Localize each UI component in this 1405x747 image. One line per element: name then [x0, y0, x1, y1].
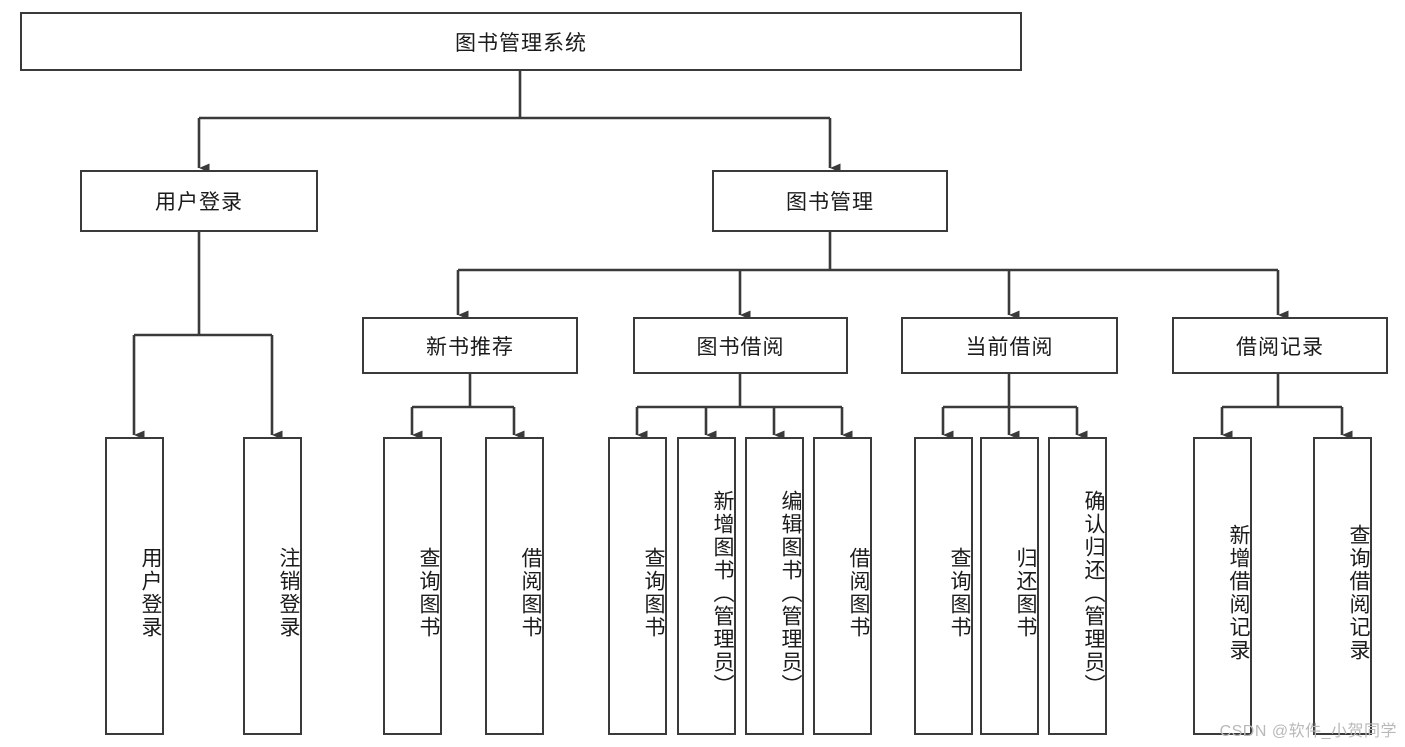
csdn-watermark: CSDN @软件_小贺同学	[1219, 723, 1397, 740]
leaf-user-logout[interactable]: 注销登录	[243, 437, 302, 735]
node-label: 借阅图书	[519, 547, 542, 639]
node-label: 图书借阅	[696, 335, 785, 359]
node-label: 新增图书（管理员）	[711, 489, 734, 697]
node-root-system[interactable]: 图书管理系统	[20, 12, 1022, 71]
node-book-borrow[interactable]: 图书借阅	[633, 317, 848, 374]
node-label: 用户登录	[139, 547, 162, 639]
node-label: 编辑图书（管理员）	[779, 489, 802, 697]
node-user-login[interactable]: 用户登录	[80, 170, 318, 232]
node-label: 查询图书	[642, 547, 665, 639]
leaf-user-login[interactable]: 用户登录	[105, 437, 164, 735]
leaf-borrow-edit-book-admin[interactable]: 编辑图书（管理员）	[745, 437, 804, 735]
node-new-book-recommend[interactable]: 新书推荐	[362, 317, 578, 374]
leaf-borrow-add-book-admin[interactable]: 新增图书（管理员）	[677, 437, 736, 735]
node-label: 查询借阅记录	[1347, 524, 1370, 662]
node-label: 借阅记录	[1236, 335, 1324, 359]
leaf-record-query-record[interactable]: 查询借阅记录	[1313, 437, 1372, 735]
node-label: 注销登录	[277, 547, 300, 639]
node-borrow-record[interactable]: 借阅记录	[1172, 317, 1388, 374]
node-label: 新书推荐	[426, 335, 514, 359]
leaf-record-add-record[interactable]: 新增借阅记录	[1193, 437, 1252, 735]
node-label: 查询图书	[417, 547, 440, 639]
leaf-recommend-query-book[interactable]: 查询图书	[383, 437, 442, 735]
node-label: 图书管理	[786, 191, 874, 214]
node-label: 当前借阅	[965, 335, 1054, 359]
node-label: 查询图书	[948, 547, 971, 639]
node-label: 借阅图书	[847, 547, 870, 639]
node-label: 用户登录	[155, 191, 243, 214]
node-label: 图书管理系统	[455, 31, 587, 55]
leaf-recommend-borrow-book[interactable]: 借阅图书	[485, 437, 544, 735]
node-label: 新增借阅记录	[1227, 524, 1250, 662]
leaf-current-query-book[interactable]: 查询图书	[914, 437, 973, 735]
node-current-borrow[interactable]: 当前借阅	[901, 317, 1118, 374]
leaf-current-return-book[interactable]: 归还图书	[980, 437, 1039, 735]
leaf-borrow-query-book[interactable]: 查询图书	[608, 437, 667, 735]
node-book-management[interactable]: 图书管理	[712, 170, 948, 232]
leaf-borrow-borrow-book[interactable]: 借阅图书	[813, 437, 872, 735]
node-label: 确认归还（管理员）	[1082, 489, 1105, 697]
node-label: 归还图书	[1014, 547, 1037, 639]
leaf-current-confirm-return-admin[interactable]: 确认归还（管理员）	[1048, 437, 1107, 735]
